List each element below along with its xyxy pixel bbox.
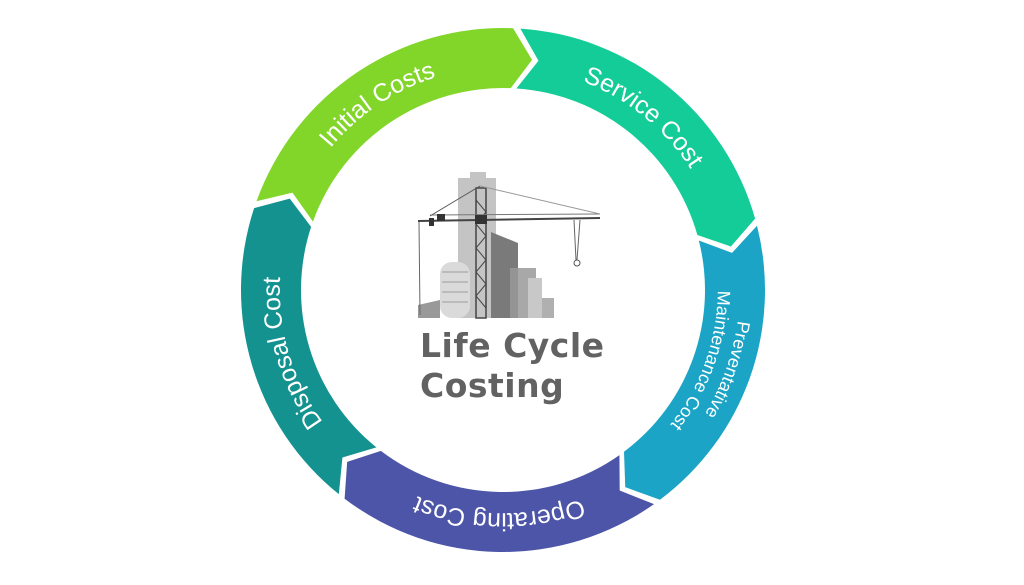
segment-shape [516, 28, 756, 247]
segment-operating-cost: Operating Cost [344, 450, 655, 552]
segment-shape [624, 225, 765, 500]
segment-shape [256, 27, 533, 222]
segment-shape [240, 198, 377, 495]
title-line-1: Life Cycle [420, 326, 605, 365]
title-line-2: Costing [420, 366, 565, 405]
center-title: Life Cycle Costing [420, 326, 605, 406]
building-crane-icon [417, 172, 601, 319]
segment-shape [344, 450, 655, 552]
segment-disposal-cost: Disposal Cost [240, 198, 377, 495]
